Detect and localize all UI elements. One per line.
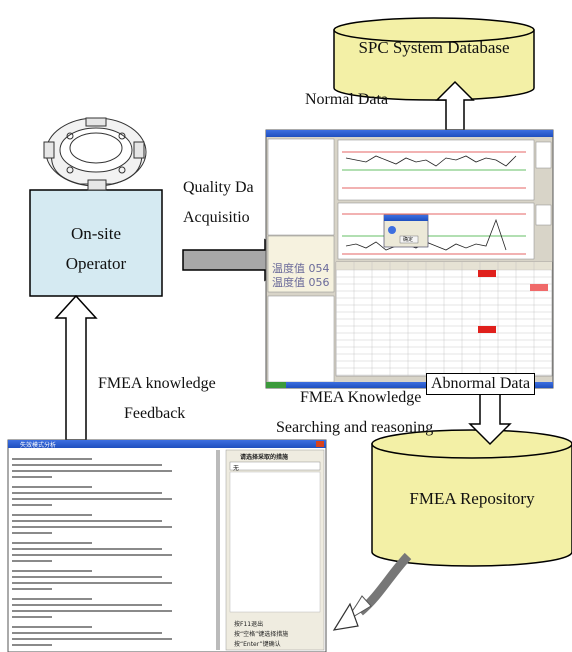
fmea-search-label-1: FMEA Knowledge [300,389,422,406]
fmea-hint-exit: 按F11退出 [234,621,264,628]
fmea-hint-enter: 按“Enter”键确认 [234,641,281,648]
fmea-text-line [12,532,52,534]
curved-arrow-to-fmea-window [332,552,412,631]
spc-database-cylinder [333,17,535,101]
fmea-text-line [12,464,162,466]
operator-label-line2: Operator [65,254,127,273]
operator-box [29,189,163,297]
fmea-text-line [12,588,52,590]
fmea-text-line [12,492,162,494]
fmea-hint-space: 按“空格”键选择措施 [234,631,289,638]
fmea-text-line [12,514,92,516]
spc-database-label: SPC System Database [358,38,510,57]
spc-data-table [335,261,553,377]
spc-big-value-1: 温度值 054 [272,262,330,275]
fmea-text-line [12,542,92,544]
fmea-text-line [12,560,52,562]
fmea-text-line [12,598,92,600]
fmea-database-cylinder [371,429,572,567]
arrow-up-to-operator [54,294,98,441]
fmea-text-line [12,626,92,628]
fmea-text-line [12,610,172,612]
spc-dialog-ok-button[interactable]: 确定 [403,237,414,243]
fmea-right-input[interactable]: 无 [233,465,240,472]
fmea-text-line [12,476,52,478]
fmea-text-line [12,616,52,618]
quality-data-label-2: Acquisitio [183,209,250,226]
spc-lower-chart [337,202,535,260]
fmea-text-line [12,520,162,522]
product-part-sketch [43,117,147,191]
fmea-feedback-label-2: Feedback [124,405,186,422]
fmea-text-line [12,638,172,640]
fmea-text-line [12,644,52,646]
normal-data-label: Normal Data [305,91,389,108]
fmea-text-line [12,526,172,528]
spc-alert-dialog [383,214,429,248]
fmea-text-line [12,554,172,556]
abnormal-data-label: Abnormal Data [426,373,536,395]
fmea-text-line [12,458,92,460]
fmea-window-title: 失效模式分析 [20,442,57,449]
fmea-text-line [12,470,172,472]
abnormal-cell-2 [478,326,496,333]
fmea-text-line [12,498,172,500]
arrow-down-to-fmea [468,391,512,446]
abnormal-cell-1 [478,270,496,277]
fmea-feedback-label-1: FMEA knowledge [98,375,216,392]
fmea-text-line [12,570,92,572]
fmea-text-line [12,582,172,584]
fmea-text-line [12,486,92,488]
fmea-right-header: 请选择采取的措施 [240,454,289,461]
fmea-text-line [12,576,162,578]
spc-big-value-2: 温度值 056 [272,276,330,289]
fmea-search-label-2: Searching and reasoning [276,419,434,436]
fmea-text-line [12,604,162,606]
operator-label-line1: On-site [70,224,122,243]
spc-upper-series-line [345,155,517,167]
fmea-software-screenshot [7,439,327,652]
spc-tree-panel [267,138,335,236]
spc-software-screenshot [265,129,554,389]
arrow-up-to-spc [435,80,475,131]
fmea-text-line [12,548,162,550]
fmea-text-line [12,504,52,506]
fmea-text-line [12,632,162,634]
fmea-repository-label: FMEA Repository [409,489,535,508]
quality-data-label-1: Quality Da [183,179,254,196]
